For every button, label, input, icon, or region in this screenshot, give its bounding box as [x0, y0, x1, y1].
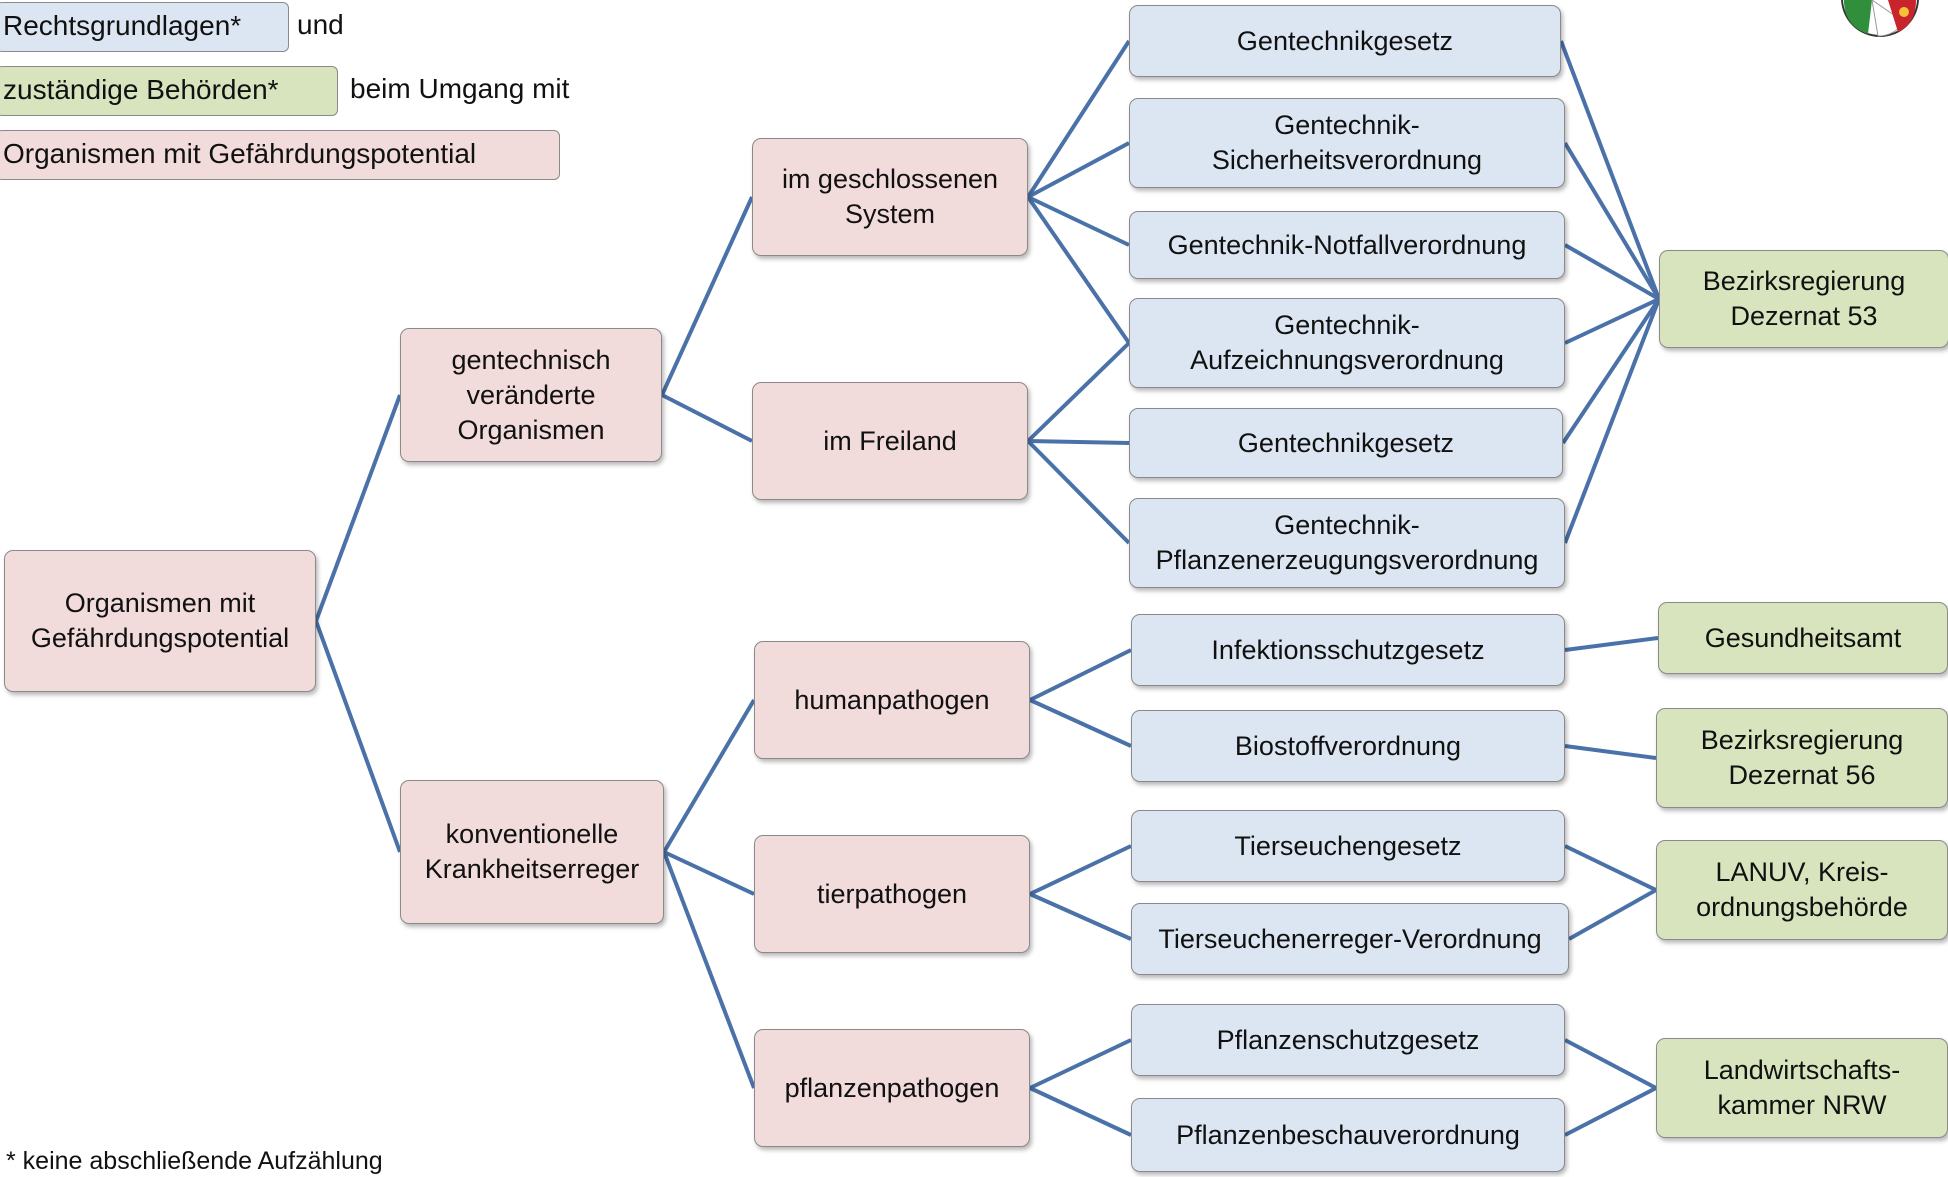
legend-organism-label: Organismen mit Gefährdungspotential — [3, 138, 477, 169]
node-geschlossen: im geschlossenen System — [752, 138, 1028, 256]
connector-l-aufzeichnung-a-dez53 — [1564, 297, 1660, 345]
authority-gesundheitsamt-label: Gesundheitsamt — [1704, 622, 1902, 653]
connector-n-human-l-ifsg — [1029, 648, 1132, 702]
connector-l-tierseuchenerreger-a-lanuv — [1568, 888, 1657, 941]
legend-law-suffix: und — [297, 9, 344, 40]
connector-l-notfall-a-dez53 — [1564, 243, 1660, 301]
legend-authority-swatch: zuständige Behörden* — [0, 66, 338, 116]
connector-n-gvo-n-freiland — [661, 393, 753, 443]
connector-n-geschlossen-l-gentg1 — [1026, 39, 1131, 199]
connector-n-konv-n-human — [662, 698, 756, 854]
node-konv-label: konventionelle Krankheitserreger — [424, 819, 640, 884]
authority-lanuv: LANUV, Kreis-ordnungsbehörde — [1656, 840, 1948, 940]
node-humanpathogen: humanpathogen — [754, 641, 1030, 759]
connector-l-biostoff-a-dez56 — [1564, 744, 1657, 760]
law-pflanzenbeschauverordnung-label: Pflanzenbeschauverordnung — [1176, 1119, 1520, 1150]
law-sicherheitsverordnung-label: Gentechnik-Sicherheitsverordnung — [1211, 110, 1483, 175]
law-tierseuchengesetz: Tierseuchengesetz — [1131, 810, 1565, 882]
law-aufzeichnungsverordnung-label: Gentechnik-Aufzeichnungsverordnung — [1190, 310, 1504, 375]
node-geschlossen-label: im geschlossenen System — [781, 164, 999, 229]
law-tierseuchenerreger-verordnung: Tierseuchenerreger-Verordnung — [1131, 903, 1569, 975]
authority-dezernat-53-label: Bezirksregierung Dezernat 53 — [1702, 266, 1906, 331]
connector-l-sicherheit-a-dez53 — [1563, 141, 1661, 301]
node-pflanzenpathogen: pflanzenpathogen — [754, 1029, 1030, 1147]
law-gentechnikgesetz-1: Gentechnikgesetz — [1129, 5, 1561, 77]
nrw-emblem-icon — [1841, 0, 1919, 37]
law-aufzeichnungsverordnung: Gentechnik-Aufzeichnungsverordnung — [1129, 298, 1565, 388]
law-sicherheitsverordnung: Gentechnik-Sicherheitsverordnung — [1129, 98, 1565, 188]
node-freiland: im Freiland — [752, 382, 1028, 500]
node-tierpathogen-label: tierpathogen — [816, 878, 968, 909]
node-gvo: gentechnisch veränderte Organismen — [400, 328, 662, 462]
authority-dezernat-56-label: Bezirksregierung Dezernat 56 — [1700, 725, 1904, 790]
node-humanpathogen-label: humanpathogen — [794, 684, 990, 715]
connector-n-pflanze-l-pflanzenschutz — [1029, 1038, 1132, 1090]
law-pflanzenschutzgesetz-label: Pflanzenschutzgesetz — [1216, 1024, 1480, 1055]
connector-n-konv-n-tier — [663, 850, 755, 896]
law-biostoffverordnung-label: Biostoffverordnung — [1234, 730, 1462, 761]
connector-n-tier-l-tierseuchenerreger — [1029, 892, 1132, 941]
connector-l-gentg1-a-dez53 — [1559, 40, 1661, 300]
law-pflanzenerzeugungsverordnung-label: Gentechnik-Pflanzenerzeugungsverordnung — [1155, 510, 1539, 575]
connector-n-geschlossen-l-notfall — [1027, 195, 1130, 247]
node-pflanzenpathogen-label: pflanzenpathogen — [784, 1072, 1000, 1103]
law-pflanzenschutzgesetz: Pflanzenschutzgesetz — [1131, 1004, 1565, 1076]
law-notfallverordnung-label: Gentechnik-Notfallverordnung — [1167, 229, 1527, 260]
law-notfallverordnung: Gentechnik-Notfallverordnung — [1129, 211, 1565, 279]
authority-gesundheitsamt: Gesundheitsamt — [1658, 602, 1948, 674]
law-pflanzenbeschauverordnung: Pflanzenbeschauverordnung — [1131, 1098, 1565, 1172]
footnote: * keine abschließende Aufzählung — [6, 1147, 383, 1175]
law-biostoffverordnung: Biostoffverordnung — [1131, 710, 1565, 782]
law-gentechnikgesetz-2: Gentechnikgesetz — [1129, 408, 1563, 478]
connector-l-gentg2-a-dez53 — [1561, 297, 1661, 445]
connector-n-freiland-l-pflanzenerzeugung — [1026, 439, 1131, 545]
authority-dezernat-53: Bezirksregierung Dezernat 53 — [1659, 250, 1948, 348]
legend-law-label: Rechtsgrundlagen* — [3, 10, 242, 41]
legend-law-swatch: Rechtsgrundlagen* — [0, 2, 289, 52]
node-konv: konventionelle Krankheitserreger — [400, 780, 664, 924]
connector-n-geschlossen-l-sicherheit — [1027, 141, 1130, 199]
law-gentechnikgesetz-2-label: Gentechnikgesetz — [1237, 427, 1455, 458]
law-infektionsschutzgesetz: Infektionsschutzgesetz — [1131, 614, 1565, 686]
connector-l-tierseuchen-a-lanuv — [1564, 844, 1657, 892]
node-gvo-label: gentechnisch veränderte Organismen — [451, 344, 611, 445]
law-tierseuchenerreger-verordnung-label: Tierseuchenerreger-Verordnung — [1158, 923, 1542, 954]
node-tierpathogen: tierpathogen — [754, 835, 1030, 953]
legend-organism-swatch: Organismen mit Gefährdungspotential — [0, 130, 560, 180]
connector-n-human-l-biostoff — [1029, 698, 1132, 748]
law-gentechnikgesetz-1-label: Gentechnikgesetz — [1236, 25, 1454, 56]
connector-l-ifsg-a-gesundheitsamt — [1564, 636, 1659, 652]
node-root-label: Organismen mit Gefährdungspotential — [30, 588, 290, 653]
connector-n-pflanze-l-pflanzenbeschau — [1029, 1086, 1132, 1137]
connector-n-root-n-gvo — [314, 394, 402, 622]
authority-dezernat-56: Bezirksregierung Dezernat 56 — [1656, 708, 1948, 808]
law-infektionsschutzgesetz-label: Infektionsschutzgesetz — [1211, 634, 1485, 665]
connector-n-geschlossen-l-aufzeichnung — [1026, 195, 1131, 345]
authority-landwirtschaftskammer-label: Landwirtschafts-kammer NRW — [1703, 1055, 1901, 1120]
legend-authority-label: zuständige Behörden* — [3, 74, 279, 105]
connector-n-tier-l-tierseuchen — [1029, 844, 1132, 896]
connector-n-freiland-l-gentg2 — [1027, 439, 1130, 445]
connector-n-freiland-l-aufzeichnung — [1026, 341, 1131, 443]
node-root: Organismen mit Gefährdungspotential — [4, 550, 316, 692]
node-freiland-label: im Freiland — [823, 425, 957, 456]
law-tierseuchengesetz-label: Tierseuchengesetz — [1234, 830, 1462, 861]
connector-n-konv-n-pflanze — [662, 851, 756, 1089]
authority-landwirtschaftskammer: Landwirtschafts-kammer NRW — [1656, 1038, 1948, 1138]
connector-l-pflanzenerzeugung-a-dez53 — [1563, 298, 1661, 544]
connector-l-pflanzenschutz-a-lwk — [1564, 1038, 1657, 1090]
connector-n-gvo-n-geschlossen — [660, 196, 754, 396]
connector-l-pflanzenbeschau-a-lwk — [1564, 1086, 1657, 1137]
authority-lanuv-label: LANUV, Kreis-ordnungsbehörde — [1696, 857, 1908, 922]
law-pflanzenerzeugungsverordnung: Gentechnik-Pflanzenerzeugungsverordnung — [1129, 498, 1565, 588]
connector-n-root-n-konv — [314, 620, 402, 853]
legend-authority-suffix: beim Umgang mit — [350, 73, 570, 104]
